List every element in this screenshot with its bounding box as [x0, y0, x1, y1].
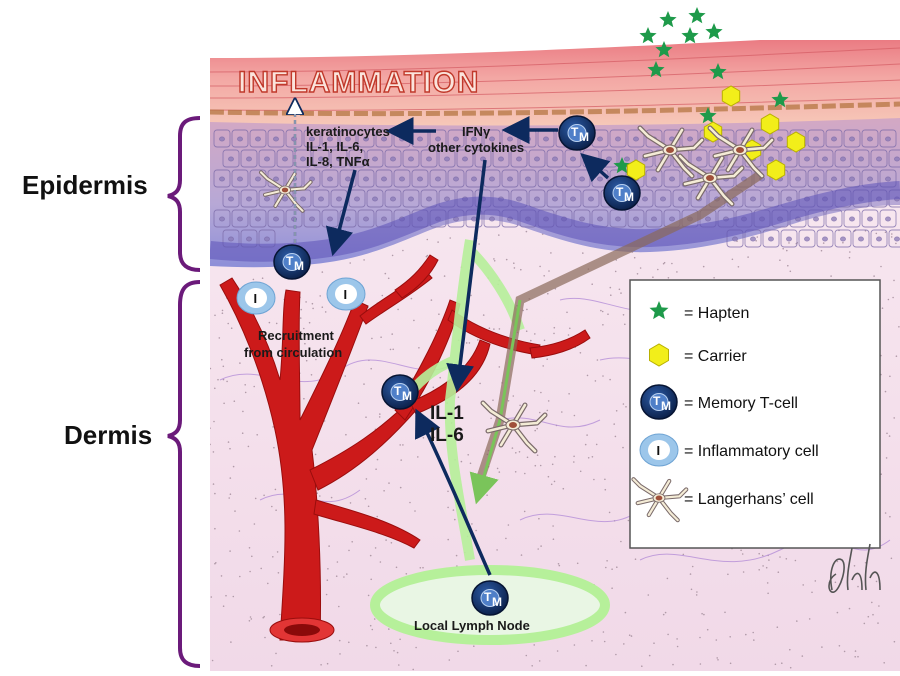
svg-text:IL-1, IL-6,: IL-1, IL-6,	[306, 139, 363, 154]
svg-text:other cytokines: other cytokines	[428, 140, 524, 155]
svg-text:T: T	[616, 185, 624, 199]
svg-text:= Carrier: = Carrier	[684, 348, 747, 365]
hapten-star-icon	[639, 27, 657, 44]
carrier-hexagon-icon	[649, 343, 669, 367]
dermis-label: Dermis	[64, 420, 152, 450]
dermis-bracket	[167, 280, 201, 668]
legend-memory-cell: T M = Memory T-cell	[640, 384, 798, 420]
svg-text:IL-8, TNFα: IL-8, TNFα	[306, 154, 370, 169]
svg-text:from circulation: from circulation	[244, 345, 342, 360]
hapten-star-icon	[649, 301, 669, 320]
memory-t-cell-dermis: T M	[381, 374, 419, 410]
signal-arrows	[325, 116, 611, 576]
svg-text:IFNγ: IFNγ	[462, 124, 491, 139]
carrier-hexagon-icon	[626, 159, 646, 181]
hapten-star-icon	[699, 107, 717, 124]
svg-text:= Hapten: = Hapten	[684, 305, 749, 322]
carrier-hexagon-icon	[766, 159, 786, 181]
svg-text:keratinocytes: keratinocytes	[306, 124, 390, 139]
carrier-hexagon-icon	[786, 131, 806, 153]
hapten-star-icon	[705, 23, 723, 40]
svg-text:I: I	[657, 443, 661, 458]
hapten-star-icon	[655, 41, 673, 58]
svg-text:T: T	[571, 125, 579, 139]
artist-signature	[828, 543, 881, 593]
svg-text:T: T	[394, 384, 402, 398]
epidermis-bracket	[167, 116, 201, 272]
svg-text:T: T	[286, 254, 294, 268]
svg-text:M: M	[624, 190, 634, 204]
hapten-star-icon	[681, 27, 699, 44]
svg-text:M: M	[579, 130, 589, 144]
svg-text:M: M	[402, 389, 412, 403]
memory-t-cell-epidermis: T M	[603, 175, 641, 211]
svg-text:IL-1: IL-1	[430, 403, 464, 424]
svg-text:M: M	[294, 259, 304, 273]
legend-carrier: = Carrier	[649, 343, 747, 367]
inflammatory-cell-2: I	[326, 277, 366, 311]
svg-text:= Memory T-cell: = Memory T-cell	[684, 395, 798, 412]
inflammation-title: INFLAMMATION	[238, 66, 479, 99]
legend-langerhans-cell: = Langerhans’ cell	[634, 479, 814, 520]
svg-text:M: M	[661, 399, 671, 413]
hapten-star-icon	[647, 61, 665, 78]
svg-text:Recruitment: Recruitment	[258, 328, 335, 343]
lymph-node-label: Local Lymph Node	[414, 618, 530, 633]
svg-text:= Langerhans’ cell: = Langerhans’ cell	[684, 491, 814, 508]
memory-t-cell-basal: T M	[273, 244, 311, 280]
ifn-annotation: IFNγ other cytokines	[428, 124, 524, 155]
epidermis-label: Epidermis	[22, 170, 148, 200]
svg-text:I: I	[254, 291, 258, 306]
hapten-star-icon	[659, 11, 677, 28]
hapten-star-icon	[688, 7, 706, 24]
svg-text:IL-6: IL-6	[430, 425, 464, 446]
svg-text:M: M	[492, 595, 502, 609]
keratinocytes-annotation: keratinocytes IL-1, IL-6, IL-8, TNFα	[306, 124, 390, 169]
svg-text:= Inflammatory cell: = Inflammatory cell	[684, 443, 819, 460]
il-annotation: IL-1 IL-6	[430, 403, 464, 446]
haptens	[613, 7, 789, 174]
recruitment-annotation: Recruitment from circulation	[244, 328, 342, 360]
memory-t-cell-upper: T M	[558, 115, 596, 151]
svg-text:T: T	[484, 590, 492, 604]
svg-text:I: I	[344, 287, 348, 302]
carrier-hexagon-icon	[760, 113, 780, 135]
memory-t-cell-lymph: T M	[471, 580, 509, 616]
hapten-star-icon	[709, 63, 727, 80]
hapten-star-icon	[613, 157, 631, 174]
legend: = Hapten = Carrier T M = Memory T-cell I…	[629, 279, 881, 549]
migration-arrow	[469, 299, 522, 505]
memory-t-cell-icon: T M	[640, 384, 678, 420]
inflammatory-cell-1: I	[236, 281, 276, 315]
svg-text:T: T	[653, 394, 661, 408]
hapten-star-icon	[771, 91, 789, 108]
legend-inflammatory-cell: I = Inflammatory cell	[639, 433, 819, 467]
legend-hapten: = Hapten	[649, 301, 749, 322]
carrier-hexagon-icon	[721, 85, 741, 107]
inflammatory-cell-icon: I	[639, 433, 679, 467]
